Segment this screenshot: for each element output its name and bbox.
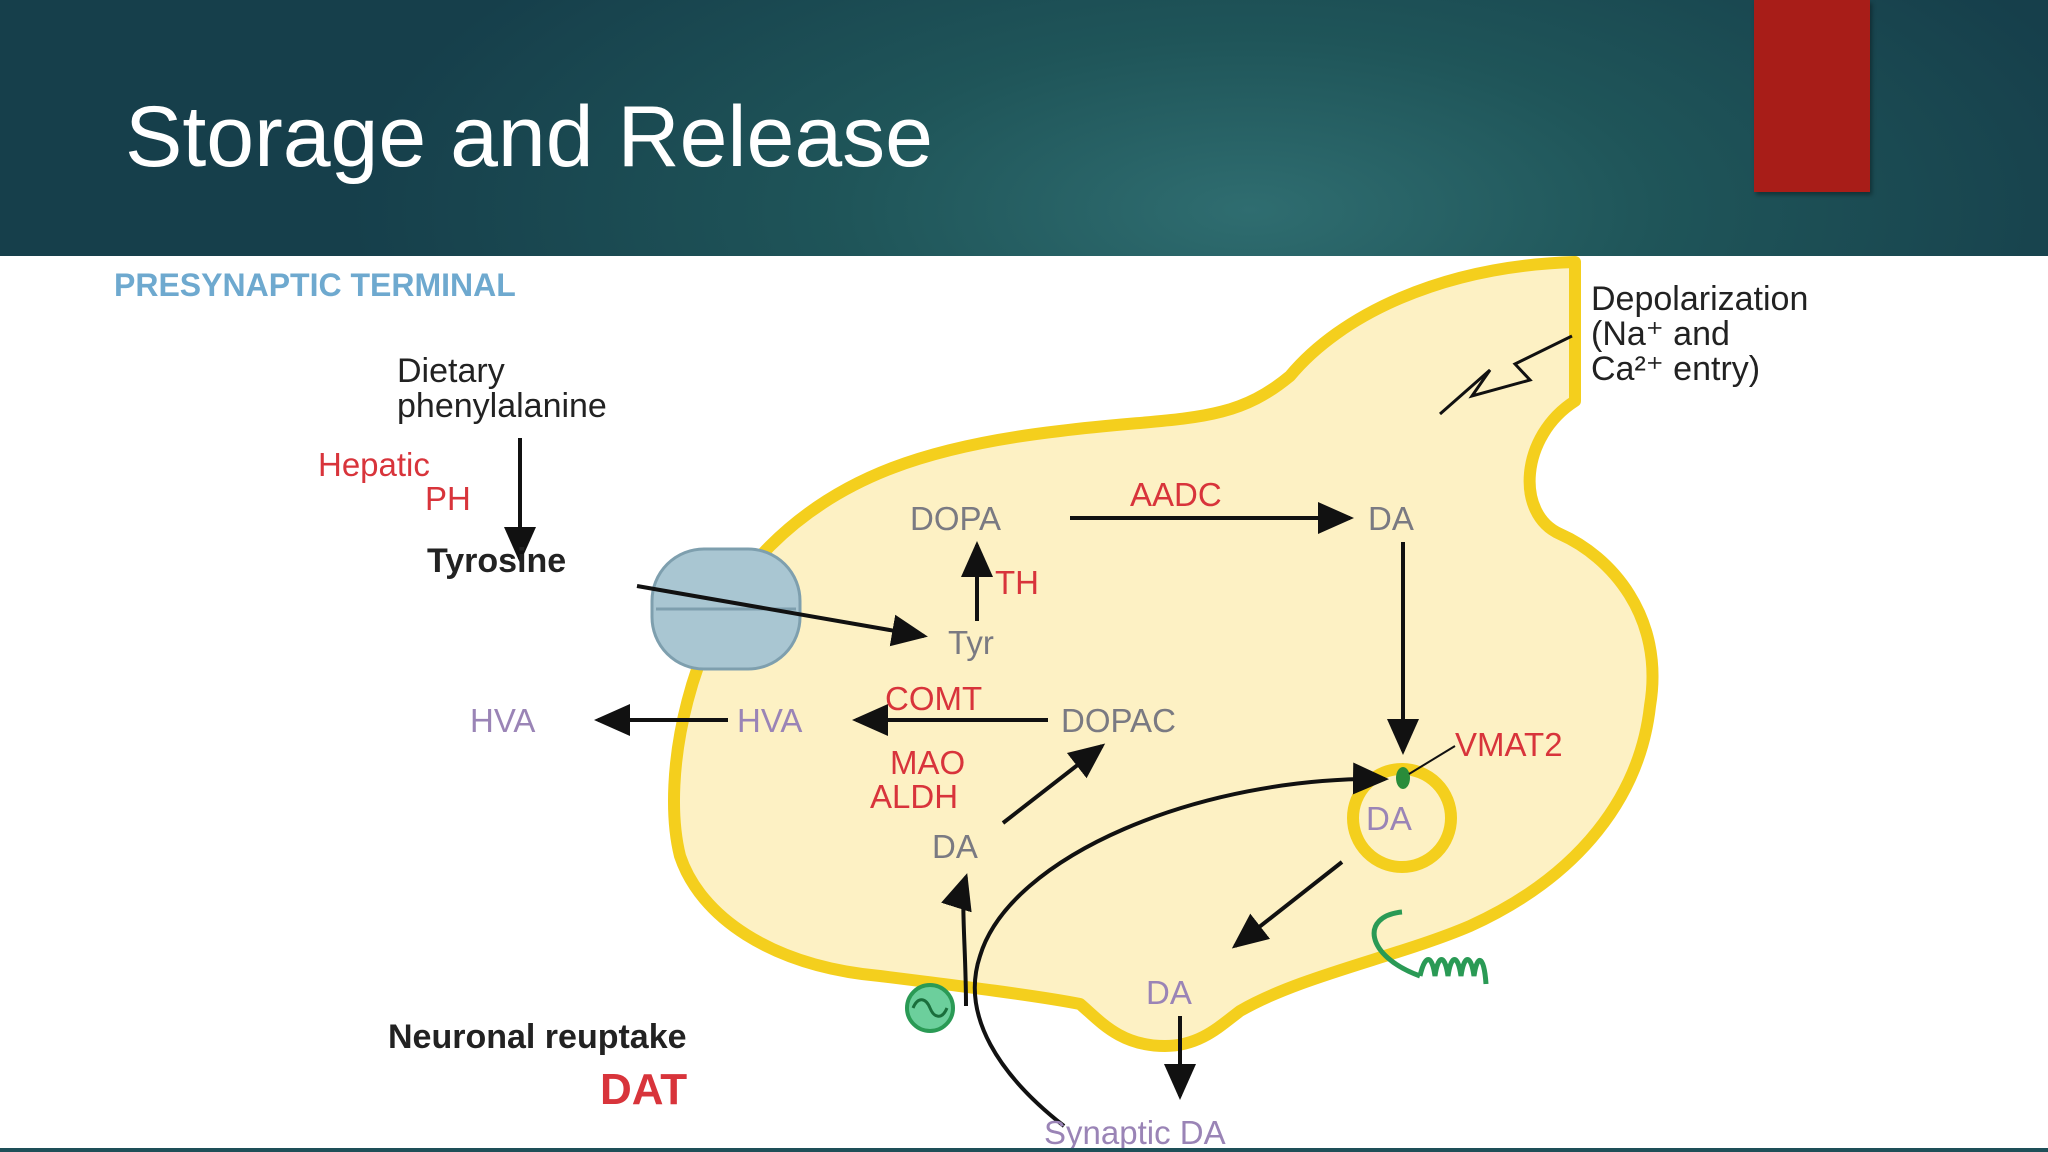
label-hva-outer: HVA bbox=[470, 702, 535, 739]
label-th: TH bbox=[995, 564, 1039, 601]
dat-transporter bbox=[905, 983, 955, 1033]
label-da-top: DA bbox=[1368, 500, 1414, 537]
label-synaptic-da: Synaptic DA bbox=[1044, 1114, 1226, 1151]
slide-title: Storage and Release bbox=[125, 89, 934, 185]
label-dat: DAT bbox=[600, 1065, 687, 1114]
label-depolarization: Depolarization bbox=[1591, 280, 1808, 318]
label-tyrosine: Tyrosine bbox=[427, 542, 566, 580]
label-dietary: Dietary bbox=[397, 352, 505, 390]
panel-title: PRESYNAPTIC TERMINAL bbox=[114, 267, 516, 303]
label-da-fusion: DA bbox=[1146, 974, 1192, 1011]
label-da-cytosol: DA bbox=[932, 828, 978, 865]
label-tyr: Tyr bbox=[948, 624, 994, 661]
label-phenylalanine: phenylalanine bbox=[397, 387, 607, 425]
label-dopac: DOPAC bbox=[1061, 702, 1176, 739]
label-comt: COMT bbox=[885, 680, 982, 717]
d2-autoreceptor bbox=[1371, 909, 1489, 985]
label-mao: MAO bbox=[890, 744, 965, 781]
dopamine-synthesis-diagram: PRESYNAPTIC TERMINAL Dietary phenylalani… bbox=[114, 256, 1808, 1151]
label-aadc: AADC bbox=[1130, 476, 1222, 513]
label-hepatic: Hepatic bbox=[318, 446, 430, 483]
label-dopa: DOPA bbox=[910, 500, 1001, 537]
tyrosine-transporter bbox=[650, 547, 802, 671]
presynaptic-terminal-membrane bbox=[668, 256, 1659, 1052]
label-neuronal-reuptake: Neuronal reuptake bbox=[388, 1018, 687, 1056]
vmat2-transporter bbox=[1396, 767, 1410, 789]
label-aldh: ALDH bbox=[870, 778, 958, 815]
accent-bar bbox=[1754, 0, 1870, 192]
slide-header: Storage and Release bbox=[0, 0, 2048, 256]
label-na-entry: (Na⁺ and bbox=[1591, 315, 1730, 353]
label-da-vesicle: DA bbox=[1366, 800, 1412, 837]
depolarization-bolt bbox=[1439, 334, 1573, 416]
label-ph: PH bbox=[425, 480, 471, 517]
label-vmat2: VMAT2 bbox=[1455, 726, 1563, 763]
label-ca-entry: Ca²⁺ entry) bbox=[1591, 350, 1760, 388]
bottom-rule bbox=[0, 1148, 2048, 1152]
pathway-arrows bbox=[504, 438, 1456, 1128]
label-hva-inner: HVA bbox=[737, 702, 802, 739]
